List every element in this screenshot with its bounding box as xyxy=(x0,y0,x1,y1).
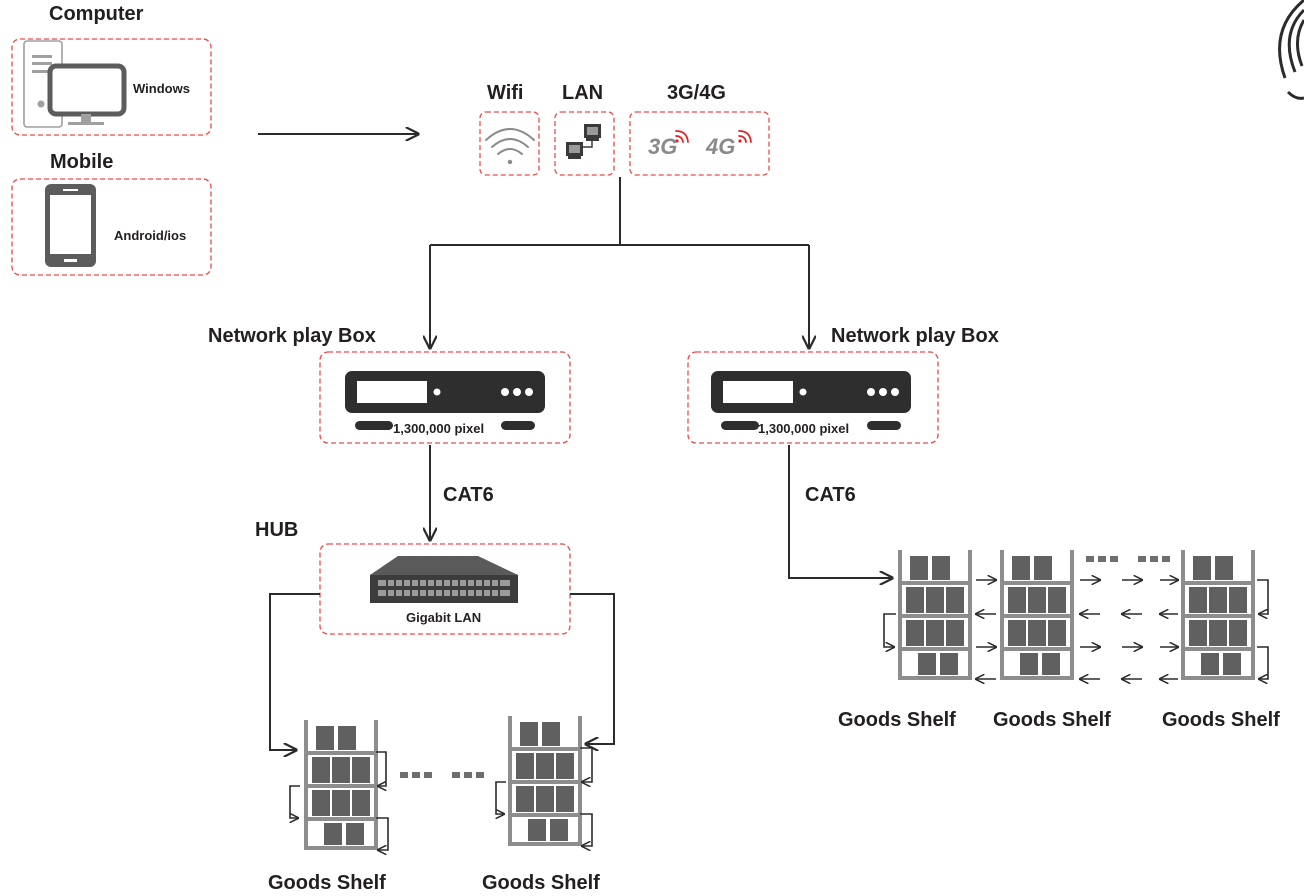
ellipsis-left xyxy=(400,772,484,778)
computer-os-label: Windows xyxy=(133,81,190,96)
shelf-label-right-2: Goods Shelf xyxy=(993,709,1111,731)
cat6-link-right xyxy=(788,445,892,578)
playbox-frame-right xyxy=(687,351,939,444)
lan-label: LAN xyxy=(562,82,604,104)
signal-3g-icon xyxy=(675,130,689,143)
cellular-frame xyxy=(629,111,770,176)
badge-4g: 4G xyxy=(706,134,736,159)
wifi-frame xyxy=(479,111,540,176)
playbox-label-right: Network play Box xyxy=(831,325,999,347)
shelf-label-right-1: Goods Shelf xyxy=(838,709,956,731)
shelf-label-left-1: Goods Shelf xyxy=(268,872,386,894)
shelf-right-3 xyxy=(1181,550,1255,680)
hub-frame xyxy=(319,543,571,635)
hub-label: HUB xyxy=(255,519,299,541)
mobile-os-label: Android/ios xyxy=(114,228,187,243)
mobile-frame xyxy=(11,178,212,276)
playbox-frame-left xyxy=(319,351,571,444)
playbox-resolution-right: 1,300,000 pixel xyxy=(758,421,850,436)
shelf-left-1 xyxy=(304,720,378,850)
lan-frame xyxy=(554,111,615,176)
smartphone-icon xyxy=(45,184,96,267)
wifi-label: Wifi xyxy=(487,82,524,104)
shelf-label-right-3: Goods Shelf xyxy=(1162,709,1280,731)
badge-3g: 3G xyxy=(648,134,678,159)
hub-shelf-links xyxy=(269,593,615,750)
logo-mark-icon xyxy=(1278,0,1304,100)
cellular-label: 3G/4G xyxy=(667,82,726,104)
cat6-label-right: CAT6 xyxy=(805,484,856,506)
computer-frame xyxy=(11,38,212,136)
mobile-heading: Mobile xyxy=(50,151,114,173)
switch-icon xyxy=(370,556,518,603)
hub-caption: Gigabit LAN xyxy=(406,610,482,625)
shelf-left-2 xyxy=(508,716,582,846)
cat6-label-left: CAT6 xyxy=(443,484,494,506)
shelf-flow-right xyxy=(883,580,1269,679)
computer-heading: Computer xyxy=(49,3,144,25)
lan-icon xyxy=(566,124,601,159)
ellipsis-right xyxy=(1086,556,1170,562)
uplink-connectors xyxy=(430,177,809,348)
shelf-label-left-2: Goods Shelf xyxy=(482,872,600,894)
playbox-resolution-left: 1,300,000 pixel xyxy=(393,421,485,436)
shelf-loops-left xyxy=(289,747,593,850)
shelf-right-2 xyxy=(1000,550,1074,680)
shelf-right-1 xyxy=(898,550,972,680)
wifi-icon xyxy=(485,128,535,165)
playbox-label-left: Network play Box xyxy=(208,325,376,347)
computer-icon xyxy=(23,40,127,128)
signal-4g-icon xyxy=(738,130,752,143)
